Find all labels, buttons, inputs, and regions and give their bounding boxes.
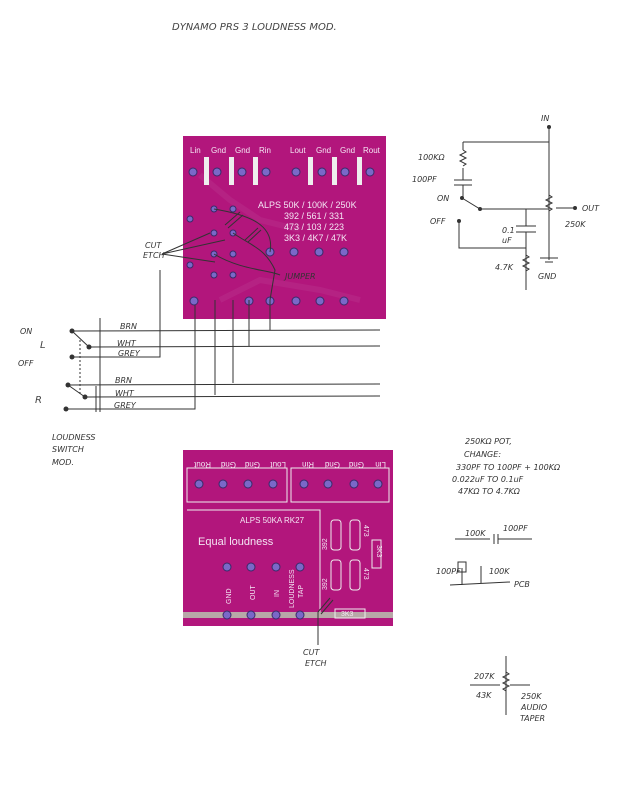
pot-part: ALPS 50KA RK27 [240, 516, 305, 525]
pcb-top-values: ALPS 50K / 100K / 250K 392 / 561 / 331 4… [258, 200, 357, 243]
wire-label: WHT [115, 389, 135, 398]
pad-label: OUT [250, 585, 257, 601]
note-line: 0.022uF TO 0.1uF [452, 475, 524, 484]
cut-etch-note-bottom: CUT [303, 648, 320, 657]
switch-left-label: L [40, 340, 46, 351]
wire-label: BRN [120, 322, 137, 331]
pcb-bottom-board [183, 450, 393, 626]
pin-label: Gnd [221, 460, 236, 469]
schematic-gnd: GND [538, 272, 556, 281]
loudness-switch: ON L OFF R BRN WHT GREY BRN WHT GREY LOU… [18, 270, 381, 467]
audio-taper-pot: 207K 43K 250K AUDIO TAPER [470, 656, 547, 723]
component-label: 3K3 [375, 545, 382, 558]
change-notes: 250KΩ POT, CHANGE: 330PF TO 100PF + 100K… [452, 437, 561, 496]
pin-label: Lin [375, 460, 386, 469]
pin-label: Rout [363, 146, 381, 155]
switch-caption: SWITCH [52, 445, 84, 454]
pin-label: Rout [193, 460, 211, 469]
sub2-c: 100PF [436, 567, 461, 576]
pot2-top: 207K [474, 672, 495, 681]
schematic-c1: 100PF [412, 175, 437, 184]
wire-label: WHT [117, 339, 137, 348]
sub-circuit-pcb: 100PF 100K PCB [436, 561, 530, 589]
schematic-r2: 4.7K [495, 263, 514, 272]
schematic-in-label: IN [541, 114, 549, 123]
note-line: CHANGE: [464, 450, 501, 459]
pin-label: Lout [270, 460, 286, 469]
component-label: 473 [362, 525, 369, 537]
schematic-off-label: OFF [430, 217, 446, 226]
schematic-r1: 100KΩ [418, 153, 446, 162]
sub-circuit-series: 100K 100PF [455, 524, 532, 544]
schematic-c2-unit: uF [502, 236, 512, 245]
component-label: 3K3 [341, 611, 354, 618]
pin-label: Gnd [211, 146, 226, 155]
sub2-label: PCB [514, 580, 530, 589]
component-label: 473 [362, 568, 369, 580]
note-line: 330PF TO 100PF + 100KΩ [456, 463, 561, 472]
pin-label: Gnd [235, 146, 250, 155]
wire-label: GREY [114, 401, 137, 410]
sub1-c: 100PF [503, 524, 528, 533]
switch-caption: LOUDNESS [52, 433, 95, 442]
pcb-bottom-pads [194, 479, 383, 620]
note-line: 250KΩ POT, [465, 437, 512, 446]
pad-label: IN [274, 590, 281, 597]
pad-label: GND [226, 588, 233, 604]
board-heading: Equal loudness [198, 536, 274, 548]
schematic: IN 100KΩ 100PF ON OFF 0.1 uF 250K OUT 4.… [412, 114, 600, 290]
cut-etch-note-top: CUT [145, 241, 162, 250]
component-label: 392 [322, 578, 329, 590]
sub2-r: 100K [489, 567, 510, 576]
schematic-c2: 0.1 [502, 226, 515, 235]
pin-label: Gnd [349, 460, 364, 469]
pcb-top-pin-labels: Lin Gnd Gnd Rin Lout Gnd Gnd Rout [190, 146, 381, 155]
pin-label: Gnd [316, 146, 331, 155]
pcb-top-pads [186, 167, 375, 306]
schematic-pot: 250K [565, 220, 586, 229]
pot2-value: TAPER [520, 714, 545, 723]
cut-etch-note-bottom: ETCH [305, 659, 327, 668]
pin-label: Lout [290, 146, 306, 155]
pin-label: Gnd [340, 146, 355, 155]
value-line: 3K3 / 4K7 / 47K [284, 233, 347, 243]
wire-label: GREY [118, 349, 141, 358]
pad-label: LOUDNESS [289, 569, 296, 608]
value-line: 473 / 103 / 223 [284, 222, 344, 232]
switch-right-label: R [35, 395, 42, 406]
schematic-out-label: OUT [582, 204, 600, 213]
pcb-bottom: Rout Gnd Gnd Lout Rin Gnd Gnd Lin ALPS 5… [183, 450, 393, 645]
pcb-top: Lin Gnd Gnd Rin Lout Gnd Gnd Rout [183, 136, 386, 319]
switch-caption: MOD. [52, 458, 74, 467]
cut-etch-note-top: ETCH [143, 251, 165, 260]
schematic-on-label: ON [437, 194, 449, 203]
value-line: 392 / 561 / 331 [284, 211, 344, 221]
switch-on-label: ON [20, 327, 32, 336]
sub1-r: 100K [465, 529, 486, 538]
pad-label: TAP [298, 585, 305, 598]
component-label: 392 [322, 538, 329, 550]
note-line: 47KΩ TO 4.7KΩ [458, 487, 521, 496]
pin-label: Gnd [245, 460, 260, 469]
pin-label: Lin [190, 146, 201, 155]
value-line: ALPS 50K / 100K / 250K [258, 200, 357, 210]
switch-off-label: OFF [18, 359, 34, 368]
page-title: DYNAMO PRS 3 LOUDNESS MOD. [172, 22, 337, 33]
jumper-note: JUMPER [283, 272, 316, 281]
pot2-value: 250K [521, 692, 542, 701]
wire-label: BRN [115, 376, 132, 385]
pot2-value: AUDIO [520, 703, 547, 712]
pin-label: Rin [259, 146, 271, 155]
pin-label: Gnd [325, 460, 340, 469]
pot2-bottom: 43K [476, 691, 492, 700]
pin-label: Rin [302, 460, 314, 469]
